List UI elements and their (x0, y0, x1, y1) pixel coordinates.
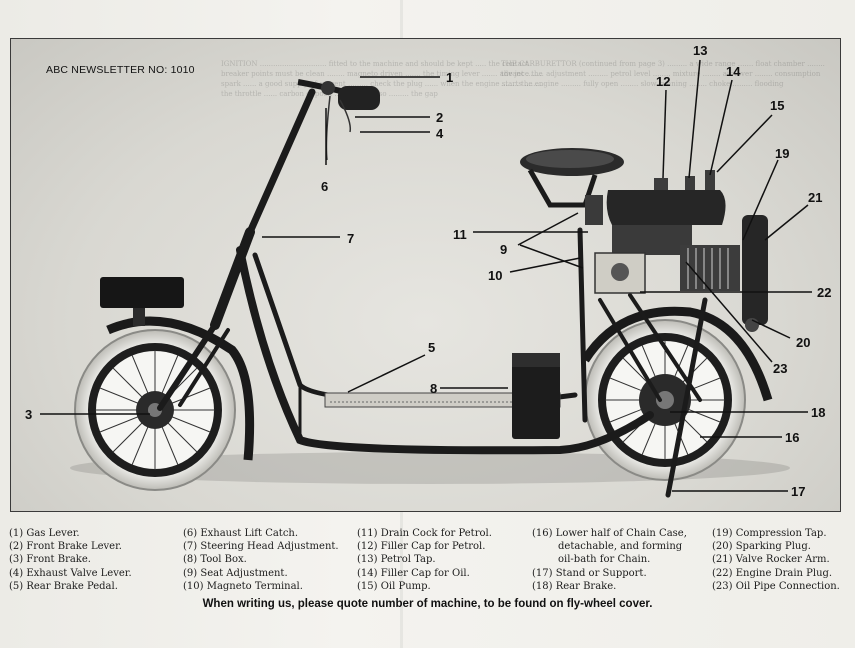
leader-lines (40, 59, 812, 492)
legend-item: (21) Valve Rocker Arm. (712, 554, 830, 566)
legend-item: (6) Exhaust Lift Catch. (183, 528, 299, 539)
callout-12: 12 (656, 74, 670, 89)
legend-column-5: (19) Compression Tap. (20) Sparking Plug… (712, 527, 840, 593)
callout-numbers: 1 2 3 4 5 6 7 8 9 10 11 12 13 14 15 16 1… (25, 43, 831, 499)
front-wheel (74, 329, 236, 491)
callout-20: 20 (796, 335, 810, 350)
rider-seat (520, 148, 624, 225)
steering-column (157, 88, 316, 411)
legend-item: (23) Oil Pipe Connection. (712, 580, 840, 592)
legend-item: detachable, and forming (558, 541, 683, 553)
rear-wheel (584, 319, 746, 481)
newsletter-label: ABC NEWSLETTER NO: 1010 (46, 64, 195, 76)
callout-7: 7 (347, 231, 354, 246)
callout-11: 11 (453, 227, 467, 242)
handlebar (297, 79, 380, 161)
legend-item: (4) Exhaust Valve Lever. (9, 567, 132, 579)
legend-item: (18) Rear Brake. (532, 580, 617, 592)
legend-item: (3) Front Brake. (9, 554, 91, 566)
legend-column-2: (6) Exhaust Lift Catch. (7) Steering Hea… (183, 527, 339, 593)
callout-23: 23 (773, 361, 787, 376)
legend-item: (2) Front Brake Lever. (9, 541, 122, 553)
callout-17: 17 (791, 484, 805, 499)
callout-2: 2 (436, 110, 443, 125)
legend-item: (12) Filler Cap for Petrol. (357, 541, 486, 553)
legend-item: (8) Tool Box. (183, 554, 247, 566)
rear-mudguard (581, 306, 773, 402)
legend-item: (22) Engine Drain Plug. (712, 567, 833, 579)
legend-item: (11) Drain Cock for Petrol. (357, 528, 492, 539)
tool-box (512, 353, 560, 439)
legend-item: (20) Sparking Plug. (712, 541, 811, 553)
callout-22: 22 (817, 285, 831, 300)
callout-18: 18 (811, 405, 825, 420)
callout-15: 15 (770, 98, 784, 113)
callout-19: 19 (775, 146, 789, 161)
legend-column-1: (1) Gas Lever. (2) Front Brake Lever. (3… (9, 527, 132, 593)
callout-10: 10 (488, 268, 502, 283)
legend-column-3: (11) Drain Cock for Petrol. (12) Filler … (357, 527, 492, 593)
legend-item: (10) Magneto Terminal. (183, 580, 303, 592)
front-seat (100, 277, 184, 308)
bleed-through-text-right: THE CARBURETTOR (continued from page 3) … (501, 60, 825, 88)
callout-8: 8 (430, 381, 437, 396)
legend-item: (16) Lower half of Chain Case, (532, 528, 687, 539)
engine-assembly (594, 170, 768, 332)
callout-4: 4 (436, 126, 444, 141)
legend-item: (15) Oil Pump. (357, 580, 431, 592)
legend-item: (19) Compression Tap. (712, 528, 827, 539)
legend-item: (5) Rear Brake Pedal. (9, 580, 118, 592)
callout-21: 21 (808, 190, 822, 205)
legend-item: oil-bath for Chain. (558, 554, 651, 566)
legend-item: (14) Filler Cap for Oil. (357, 567, 470, 579)
legend-item: (13) Petrol Tap. (357, 554, 436, 566)
legend-column-4: (16) Lower half of Chain Case, detachabl… (532, 527, 687, 593)
legend-item: (9) Seat Adjustment. (183, 567, 288, 579)
legend-item: (17) Stand or Support. (532, 567, 647, 579)
callout-9: 9 (500, 242, 507, 257)
callout-14: 14 (726, 64, 741, 79)
callout-5: 5 (428, 340, 435, 355)
legend-item: (7) Steering Head Adjustment. (183, 541, 339, 553)
callout-1: 1 (446, 70, 453, 85)
callout-3: 3 (25, 407, 32, 422)
callout-13: 13 (693, 43, 707, 58)
callout-6: 6 (321, 179, 328, 194)
footer-note: When writing us, please quote number of … (202, 598, 653, 610)
legend-item: (1) Gas Lever. (9, 528, 80, 539)
callout-16: 16 (785, 430, 799, 445)
